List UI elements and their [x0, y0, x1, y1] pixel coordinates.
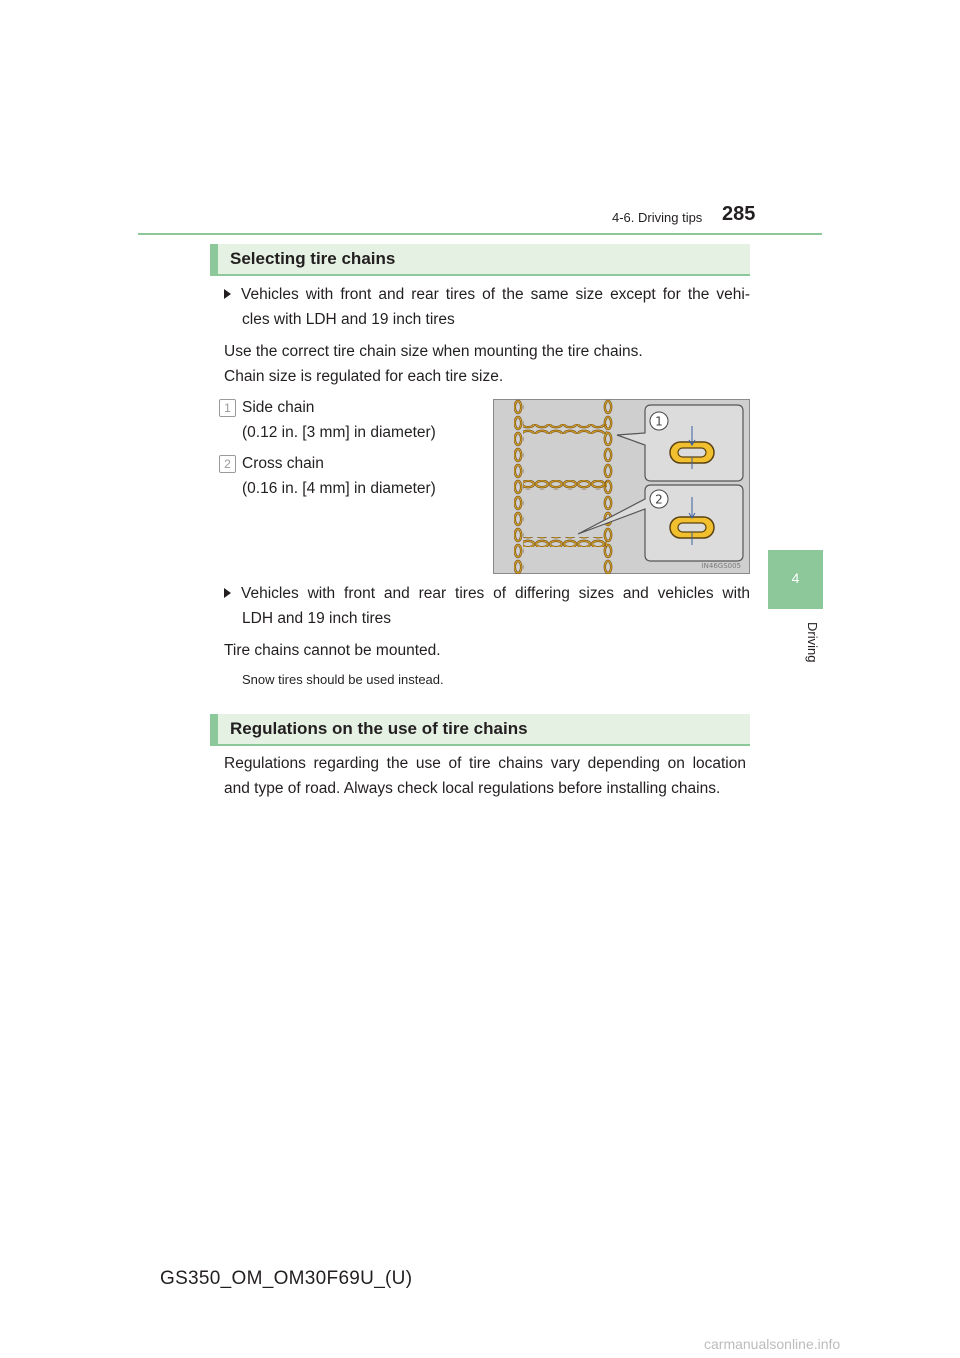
tire-chain-illustration: 1 2 IN46GS005 [493, 399, 750, 574]
item-spec: (0.12 in. [3 mm] in diameter) [242, 424, 436, 441]
figure-code: IN46GS005 [702, 562, 741, 570]
bullet-line: Vehicles with front and rear tires of th… [224, 282, 750, 307]
section-heading-selecting: Selecting tire chains [210, 244, 750, 276]
note: Snow tires should be used instead. [242, 672, 444, 687]
tire-chain-figure: 1 2 IN46GS005 [493, 399, 750, 574]
chapter-tab-label: Driving [805, 622, 820, 663]
chapter-tab-number: 4 [791, 570, 800, 586]
item-name: Side chain [242, 399, 315, 416]
item-number-1: 1 [219, 399, 236, 417]
paragraph: Use the correct tire chain size when mou… [224, 343, 643, 360]
section-title: Selecting tire chains [230, 249, 396, 268]
triangle-bullet-icon [224, 588, 231, 598]
chapter-tab [768, 550, 823, 609]
bullet-line: Vehicles with front and rear tires of di… [224, 581, 750, 606]
paragraph: Chain size is regulated for each tire si… [224, 368, 504, 385]
item-spec: (0.16 in. [4 mm] in diameter) [242, 480, 436, 497]
page-number: 285 [722, 203, 756, 225]
item-name: Cross chain [242, 455, 324, 472]
watermark: carmanualsonline.info [704, 1336, 841, 1352]
callout-1: 1 [655, 415, 663, 429]
section-label: 4-6. Driving tips [612, 210, 703, 225]
section-title: Regulations on the use of tire chains [230, 719, 528, 738]
triangle-bullet-icon [224, 289, 231, 299]
item-number-2: 2 [219, 455, 236, 473]
callout-2: 2 [655, 493, 663, 507]
paragraph: Regulations regarding the use of tire ch… [224, 755, 746, 772]
paragraph: and type of road. Always check local reg… [224, 780, 721, 797]
header-rule [138, 233, 822, 235]
section-heading-regulations: Regulations on the use of tire chains [210, 714, 750, 746]
paragraph: Tire chains cannot be mounted. [224, 642, 441, 659]
bullet-line: cles with LDH and 19 inch tires [242, 311, 455, 328]
document-code: GS350_OM_OM30F69U_(U) [160, 1268, 413, 1289]
bullet-line: LDH and 19 inch tires [242, 610, 392, 627]
